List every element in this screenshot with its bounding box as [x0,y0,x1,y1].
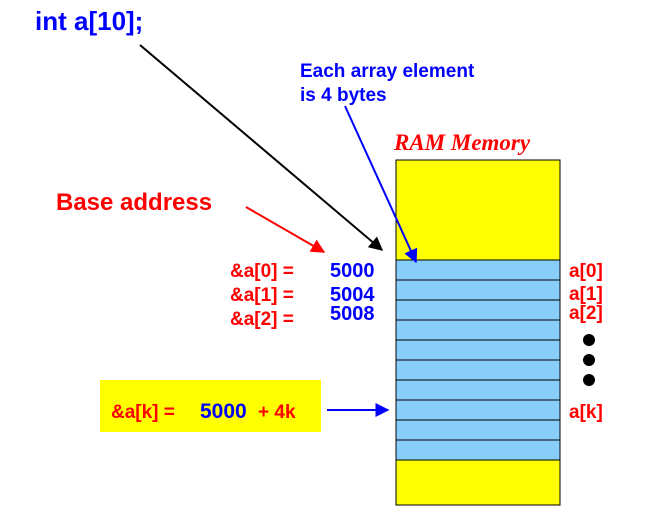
address-value-2: 5008 [330,303,375,325]
element-label-2: a[2] [569,303,603,324]
array-cell [395,419,561,441]
array-cells [395,259,561,461]
array-cell [395,439,561,461]
array-cell [395,299,561,321]
element-label-k: a[k] [569,402,603,423]
array-cell [395,319,561,341]
element-size-note-line2: is 4 bytes [300,85,387,106]
array-cell [395,359,561,381]
formula-box [100,380,321,432]
formula-text: &a[k] = 5000 + 4k [111,400,296,423]
memory-region-top [395,159,561,261]
base-address-arrow [245,206,326,253]
address-expr-2: &a[2] = [230,309,294,330]
address-expr-1: &a[1] = [230,285,294,306]
formula-lhs: &a[k] = [111,402,175,423]
array-cell [395,339,561,361]
ellipsis-dot [583,374,595,386]
array-cell [395,279,561,301]
element-size-note-line1: Each array element [300,61,475,82]
address-expr-0: &a[0] = [230,261,294,282]
array-cell [395,379,561,401]
formula-base: 5000 [200,400,247,423]
memory-block [395,159,561,506]
memory-region-bottom [395,459,561,506]
formula-rest: + 4k [258,402,296,423]
address-value-0: 5000 [330,260,375,282]
memory-title: RAM Memory [393,130,531,155]
ellipsis-dot [583,334,595,346]
array-declaration: int a[10]; [35,6,143,36]
element-label-0: a[0] [569,261,603,282]
ellipsis-dots [583,334,595,386]
base-address-label: Base address [56,189,212,216]
array-cell [395,259,561,281]
array-cell [395,399,561,421]
address-value-1: 5004 [330,284,375,306]
element-size-arrow [344,105,418,264]
declaration-arrow [139,44,384,251]
ellipsis-dot [583,354,595,366]
element-label-1: a[1] [569,284,603,305]
